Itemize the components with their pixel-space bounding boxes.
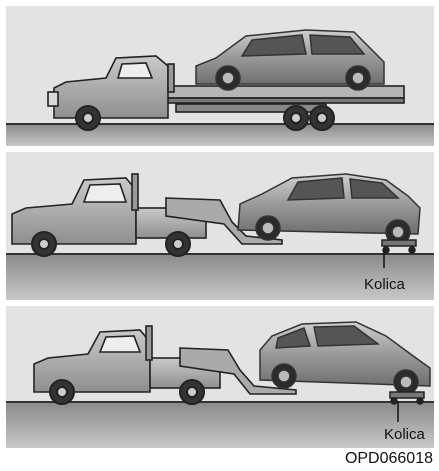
flatbed-towing-panel (6, 6, 434, 146)
dolly-label: Kolica (364, 276, 405, 293)
wheel-lift-tow-truck-illustration (34, 326, 296, 394)
figure-code: OPD066018 (345, 450, 433, 468)
wheel-lift-front-panel: Kolica (6, 152, 434, 300)
dolly-label: Kolica (384, 426, 425, 443)
road-surface (6, 124, 434, 146)
road-surface (6, 402, 434, 448)
towed-car-front-lifted (238, 174, 420, 244)
towed-car-on-bed (196, 30, 384, 90)
wheel-lift-rear-panel: Kolica (6, 306, 434, 448)
towed-car-rear-lifted (260, 322, 430, 394)
